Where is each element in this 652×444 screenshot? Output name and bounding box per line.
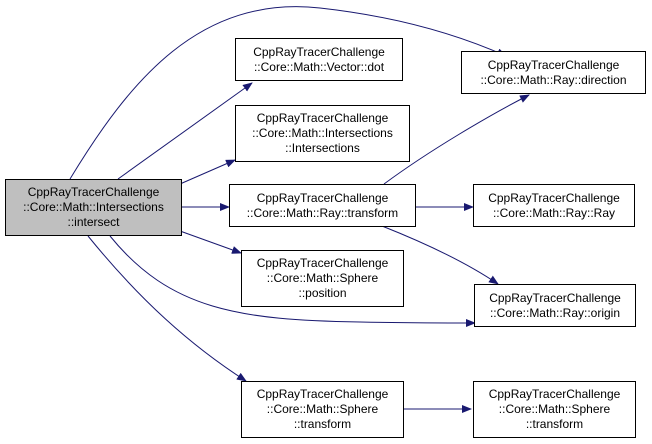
edge-intersect-to-intersections-ctor <box>179 159 236 185</box>
node-line: ::Intersections <box>285 141 360 155</box>
edge-intersect-to-ray-direction <box>69 6 507 180</box>
node-sphere-transform-callee[interactable]: CppRayTracerChallenge ::Core::Math::Sphe… <box>473 381 636 438</box>
edge-intersect-to-sphere-transform <box>87 235 247 382</box>
node-line: CppRayTracerChallenge <box>487 57 620 72</box>
node-line: CppRayTracerChallenge <box>489 290 621 305</box>
node-sphere-position[interactable]: CppRayTracerChallenge ::Core::Math::Sphe… <box>241 250 404 307</box>
edge-intersect-to-vector-dot <box>117 82 253 180</box>
edge-ray-transform-to-ray-direction <box>383 94 530 185</box>
node-sphere-transform[interactable]: CppRayTracerChallenge ::Core::Math::Sphe… <box>241 381 404 438</box>
node-line: ::intersect <box>67 215 120 229</box>
edge-ray-transform-to-ray-origin <box>381 225 499 285</box>
node-line: CppRayTracerChallenge <box>256 190 389 205</box>
node-line: ::Core::Math::Vector::dot <box>253 59 385 74</box>
node-line: ::Core::Math::Sphere <box>266 271 379 285</box>
node-line: ::Core::Math::Ray::Ray <box>492 205 616 220</box>
node-line: CppRayTracerChallenge <box>253 44 385 59</box>
node-vector-dot[interactable]: CppRayTracerChallenge ::Core::Math::Vect… <box>235 38 403 81</box>
node-line: ::Core::Math::Intersections <box>252 126 393 140</box>
edge-intersect-to-ray-origin <box>109 235 476 327</box>
node-ray-ctor[interactable]: CppRayTracerChallenge ::Core::Math::Ray:… <box>473 184 635 227</box>
node-line: ::Core::Math::Ray::direction <box>480 72 627 87</box>
node-line: ::Core::Math::Sphere <box>266 402 379 416</box>
node-line: CppRayTracerChallenge <box>256 387 389 401</box>
node-line: CppRayTracerChallenge <box>488 190 620 205</box>
node-ray-transform[interactable]: CppRayTracerChallenge ::Core::Math::Ray:… <box>229 184 416 227</box>
node-line: ::Core::Math::Intersections <box>23 200 164 214</box>
node-line: ::Core::Math::Sphere <box>498 402 611 416</box>
node-line: ::transform <box>525 417 584 431</box>
node-line: ::position <box>298 286 347 300</box>
node-line: ::Core::Math::Ray::transform <box>246 205 399 220</box>
node-ray-origin[interactable]: CppRayTracerChallenge ::Core::Math::Ray:… <box>474 284 636 327</box>
node-line: ::transform <box>293 417 352 431</box>
node-line: CppRayTracerChallenge <box>256 256 389 270</box>
node-line: CppRayTracerChallenge <box>27 185 160 199</box>
edge-intersect-to-sphere-position <box>179 230 242 254</box>
node-line: CppRayTracerChallenge <box>488 387 621 401</box>
node-line: ::Core::Math::Ray::origin <box>489 305 621 320</box>
node-ray-direction[interactable]: CppRayTracerChallenge ::Core::Math::Ray:… <box>461 51 646 94</box>
node-line: CppRayTracerChallenge <box>256 111 389 125</box>
node-intersections-intersect: CppRayTracerChallenge ::Core::Math::Inte… <box>5 179 182 236</box>
node-intersections-ctor[interactable]: CppRayTracerChallenge ::Core::Math::Inte… <box>235 105 410 162</box>
